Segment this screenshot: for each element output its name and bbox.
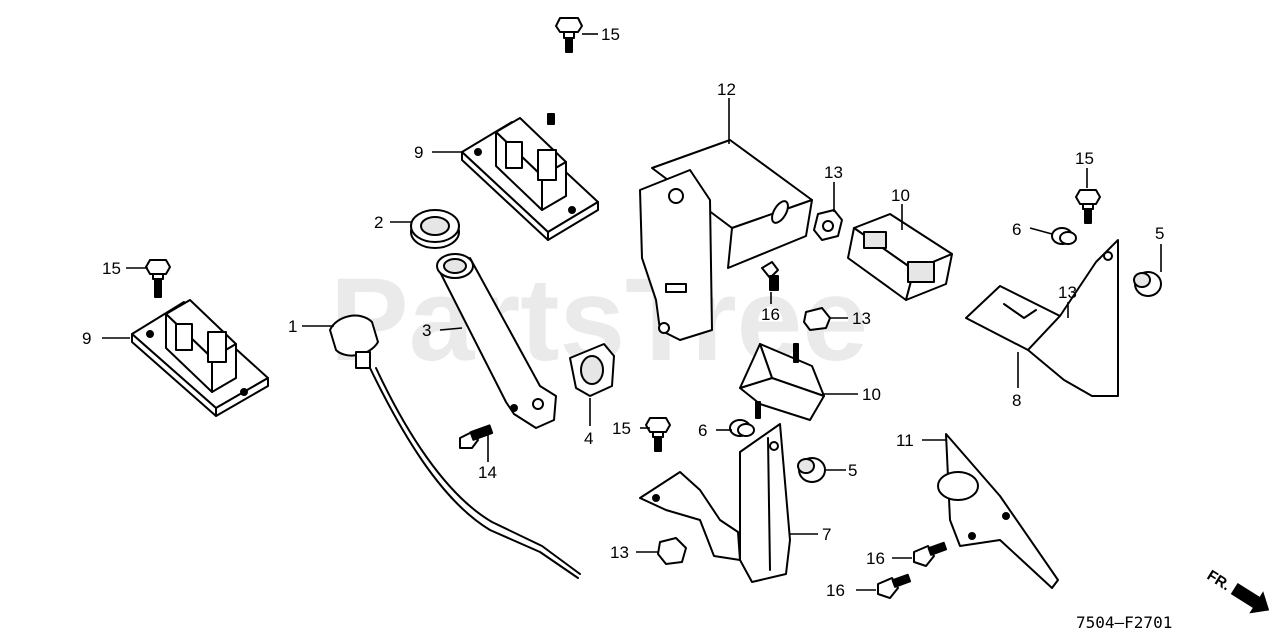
callout-1[interactable]: 1: [288, 317, 297, 336]
callout-labels: 15 12 9 2 13 10 15 6 5 15 16 13 13 9 1 3…: [82, 25, 1164, 600]
part-2-seal[interactable]: [410, 209, 460, 249]
callout-4[interactable]: 4: [584, 429, 593, 448]
callout-5-upper[interactable]: 5: [1155, 224, 1164, 243]
front-arrow-icon: [1230, 583, 1270, 614]
part-14-bolt[interactable]: [459, 424, 494, 449]
callout-6-upper[interactable]: 6: [1012, 220, 1021, 239]
callout-9-lower[interactable]: 9: [82, 329, 91, 348]
part-6-collar-lower[interactable]: [729, 419, 755, 437]
part-13-nut-a[interactable]: [813, 209, 843, 241]
part-15-bolt-top[interactable]: [555, 17, 583, 53]
callout-15-right[interactable]: 15: [1075, 149, 1094, 168]
part-11-plate[interactable]: [937, 433, 1059, 589]
callout-13-d[interactable]: 13: [610, 543, 629, 562]
callout-10-lower[interactable]: 10: [862, 385, 881, 404]
part-9-upper-mount[interactable]: [461, 113, 599, 241]
diagram-code: 7504–F2701: [1076, 613, 1172, 632]
callout-16-a[interactable]: 16: [761, 305, 780, 324]
callout-13-b[interactable]: 13: [852, 309, 871, 328]
callout-2[interactable]: 2: [374, 213, 383, 232]
part-13-nut-b[interactable]: [803, 307, 831, 331]
part-13-nut-d[interactable]: [657, 537, 687, 565]
part-1-dipstick[interactable]: [329, 314, 581, 579]
part-16-bolt-b[interactable]: [913, 541, 948, 567]
callout-13-c[interactable]: 13: [1058, 283, 1077, 302]
callout-5-lower[interactable]: 5: [848, 461, 857, 480]
callout-9-upper[interactable]: 9: [414, 143, 423, 162]
callout-16-b[interactable]: 16: [866, 549, 885, 568]
part-15-bolt-left[interactable]: [145, 259, 171, 298]
part-16-bolt-a[interactable]: [761, 261, 779, 291]
part-5-bushing-upper[interactable]: [1133, 271, 1162, 297]
front-direction-indicator: FR.: [1204, 567, 1270, 614]
part-10-upper-rubber[interactable]: [847, 213, 953, 301]
callout-16-c[interactable]: 16: [826, 581, 845, 600]
part-3-filler-tube[interactable]: [436, 253, 557, 429]
callout-7[interactable]: 7: [822, 525, 831, 544]
callout-11[interactable]: 11: [896, 431, 914, 450]
callout-6-lower[interactable]: 6: [698, 421, 707, 440]
part-15-bolt-center[interactable]: [645, 417, 671, 452]
callout-12[interactable]: 12: [717, 80, 736, 99]
callout-10-upper[interactable]: 10: [891, 186, 910, 205]
callout-13-a[interactable]: 13: [824, 163, 843, 182]
callout-15-center[interactable]: 15: [612, 419, 631, 438]
callout-8[interactable]: 8: [1012, 391, 1021, 410]
part-8-bracket[interactable]: [965, 239, 1119, 397]
part-9-lower-mount[interactable]: [131, 299, 269, 417]
part-10-lower-rubber[interactable]: [739, 343, 825, 421]
callout-15-left[interactable]: 15: [102, 259, 121, 278]
front-label: FR.: [1204, 567, 1234, 594]
part-6-collar-upper[interactable]: [1051, 227, 1077, 245]
callout-15-top[interactable]: 15: [601, 25, 620, 44]
callout-3[interactable]: 3: [422, 321, 431, 340]
part-16-bolt-c[interactable]: [877, 573, 912, 599]
callout-14[interactable]: 14: [478, 463, 497, 482]
part-4-gasket[interactable]: [569, 343, 615, 397]
part-15-bolt-right[interactable]: [1075, 189, 1101, 224]
leader-lines: [102, 33, 1162, 591]
part-12-bracket[interactable]: [639, 139, 813, 341]
part-7-bracket[interactable]: [639, 423, 791, 583]
part-5-bushing-lower[interactable]: [797, 457, 826, 483]
